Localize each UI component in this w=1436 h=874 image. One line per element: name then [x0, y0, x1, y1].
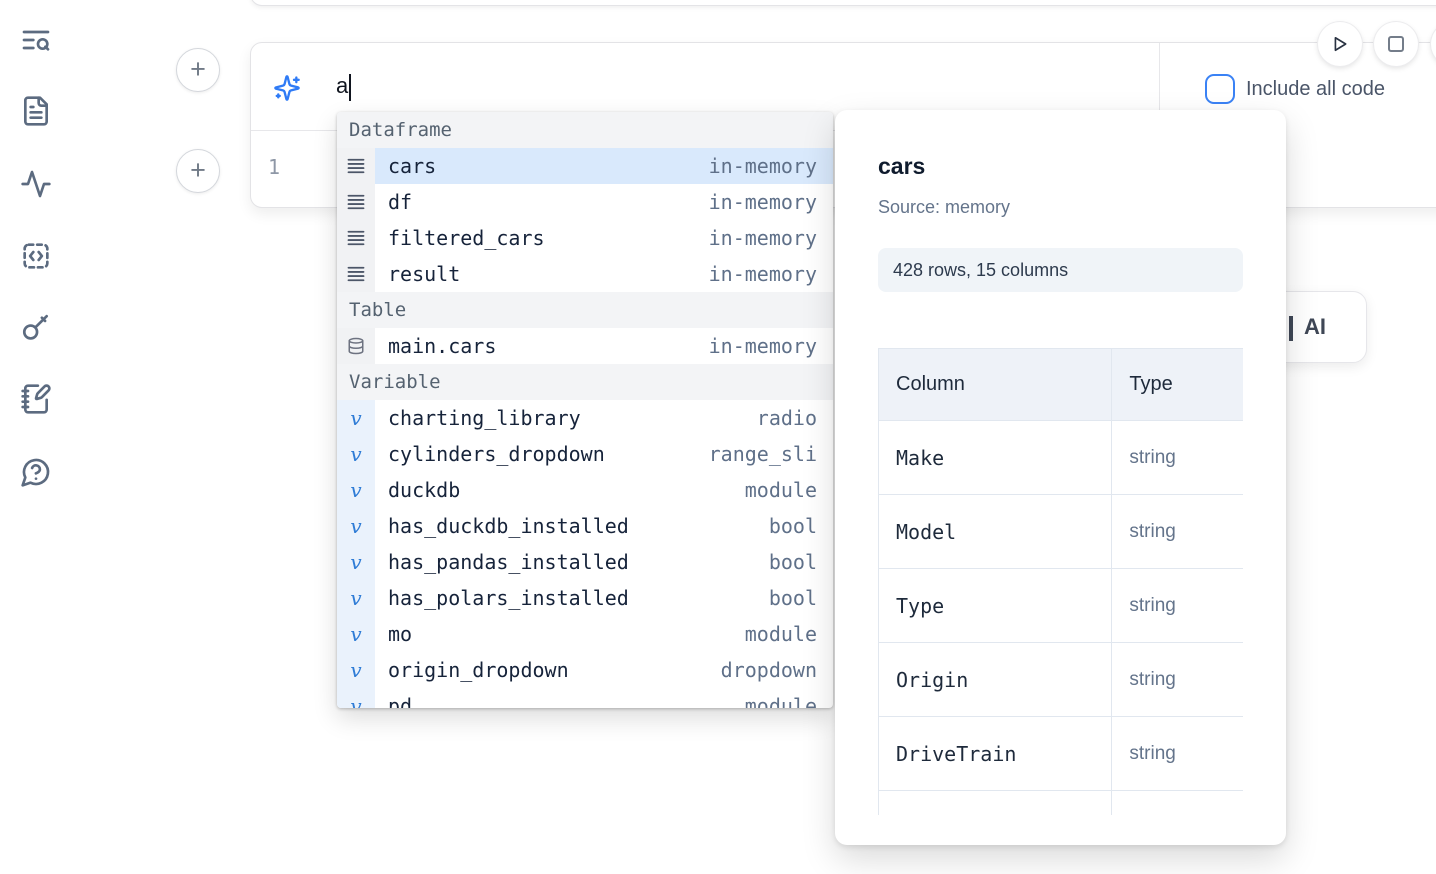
schema-table: Column Type Make string Model string Typ…: [878, 348, 1243, 815]
table-database-icon: [348, 337, 364, 355]
schema-row-partial: [878, 790, 1243, 815]
variable-icon: v: [350, 478, 362, 502]
schema-row: Type string: [878, 568, 1243, 643]
extra-cell-button[interactable]: [1431, 22, 1436, 66]
section-header-table: Table: [337, 292, 833, 328]
sparkles-icon: [273, 74, 301, 102]
variable-icon: v: [350, 622, 362, 646]
dataframe-rows-icon: [347, 266, 365, 282]
add-cell-button-top[interactable]: +: [176, 48, 220, 92]
line-number: 1: [268, 155, 281, 179]
variable-icon: v: [350, 586, 362, 610]
schema-row: Make string: [878, 420, 1243, 495]
section-header-variable: Variable: [337, 364, 833, 400]
variable-icon: v: [350, 658, 362, 682]
stop-button[interactable]: [1374, 22, 1418, 66]
schema-header-row: Column Type: [878, 348, 1243, 421]
help-circle-icon[interactable]: [20, 456, 52, 488]
variable-icon: v: [350, 514, 362, 538]
clipped-letter-fragment: [1289, 316, 1293, 341]
schema-row: DriveTrain string: [878, 716, 1243, 791]
code-editor[interactable]: 1: [251, 131, 1159, 208]
activity-icon[interactable]: [20, 168, 52, 200]
text-search-icon[interactable]: [20, 24, 52, 56]
code-snippet-icon[interactable]: [20, 240, 52, 272]
dataframe-rows-icon: [347, 158, 365, 174]
dataframe-rows-icon: [347, 194, 365, 210]
shape-badge: 428 rows, 15 columns: [878, 248, 1243, 292]
dataframe-preview-panel: cars Source: memory 428 rows, 15 columns…: [835, 110, 1286, 845]
section-header-dataframe: Dataframe: [337, 112, 833, 148]
previous-cell-edge: [250, 0, 1436, 6]
schema-row: Origin string: [878, 642, 1243, 717]
preview-source: Source: memory: [878, 197, 1011, 217]
include-all-code-label: Include all code: [1246, 78, 1385, 100]
notebook-pen-icon[interactable]: [20, 383, 52, 415]
text-cursor: [349, 73, 352, 101]
key-icon[interactable]: [20, 310, 52, 342]
schema-row: Model string: [878, 494, 1243, 569]
variable-icon: v: [350, 550, 362, 574]
add-cell-button-bottom[interactable]: +: [176, 149, 220, 193]
dataframe-rows-icon: [347, 230, 365, 246]
variable-icon: v: [350, 694, 362, 708]
variable-icon: v: [350, 442, 362, 466]
file-text-icon[interactable]: [20, 95, 52, 127]
variable-icon: v: [350, 406, 362, 430]
include-all-code-checkbox[interactable]: [1205, 74, 1235, 104]
preview-title: cars: [878, 153, 926, 179]
play-icon: [1334, 36, 1347, 52]
run-cell-button[interactable]: [1318, 22, 1362, 66]
ai-input-value: a: [336, 73, 349, 98]
stop-icon: [1388, 36, 1404, 52]
ai-button-label: AI: [1304, 314, 1326, 339]
